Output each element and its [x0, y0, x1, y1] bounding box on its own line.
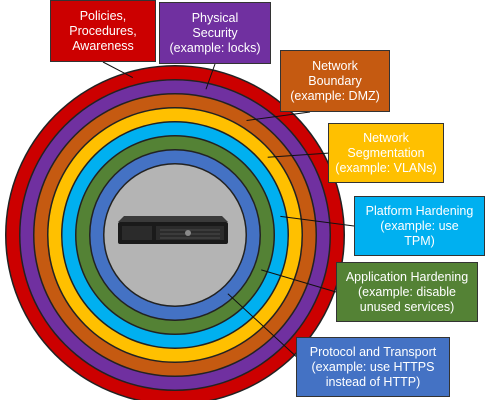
callout-line: (example: use HTTPS [311, 359, 435, 374]
callout-line: Protocol and Transport [309, 344, 437, 359]
callout-line: (example: locks) [169, 40, 261, 55]
callout-line: TPM) [404, 233, 435, 248]
leader-line-network-boundary [246, 111, 311, 122]
leader-line-physical [205, 63, 216, 90]
leader-line-policies [102, 61, 134, 78]
server-icon [118, 216, 228, 244]
leader-line-protocol-transport [227, 293, 301, 361]
callout-line: unused services) [359, 299, 455, 314]
callout-line: (example: use [380, 218, 459, 233]
callout-policies: Policies,Procedures,Awareness [50, 0, 156, 62]
callout-line: Platform Hardening [365, 203, 474, 218]
leader-line-platform-hardening [280, 215, 355, 227]
callout-line: Policies, [79, 8, 127, 23]
callout-line: Application Hardening [345, 269, 469, 284]
callout-line: Network [312, 58, 358, 73]
callout-line: Procedures, [69, 23, 137, 38]
callout-line: (example: disable [358, 284, 456, 299]
leader-line-network-segmentation [267, 152, 331, 158]
callout-protocol-transport: Protocol and Transport(example: use HTTP… [296, 337, 450, 397]
callout-line: Network [363, 130, 409, 145]
callout-line: Physical [191, 10, 239, 25]
callout-line: Awareness [72, 38, 134, 53]
callout-line: instead of HTTP) [325, 374, 421, 389]
callout-line: (example: DMZ) [290, 88, 380, 103]
callout-line: (example: VLANs) [335, 160, 437, 175]
callout-line: Boundary [308, 73, 362, 88]
leader-line-application-hardening [261, 269, 337, 293]
callout-line: Security [192, 25, 238, 40]
callout-line: Segmentation [347, 145, 425, 160]
callout-leader-lines [102, 61, 355, 361]
